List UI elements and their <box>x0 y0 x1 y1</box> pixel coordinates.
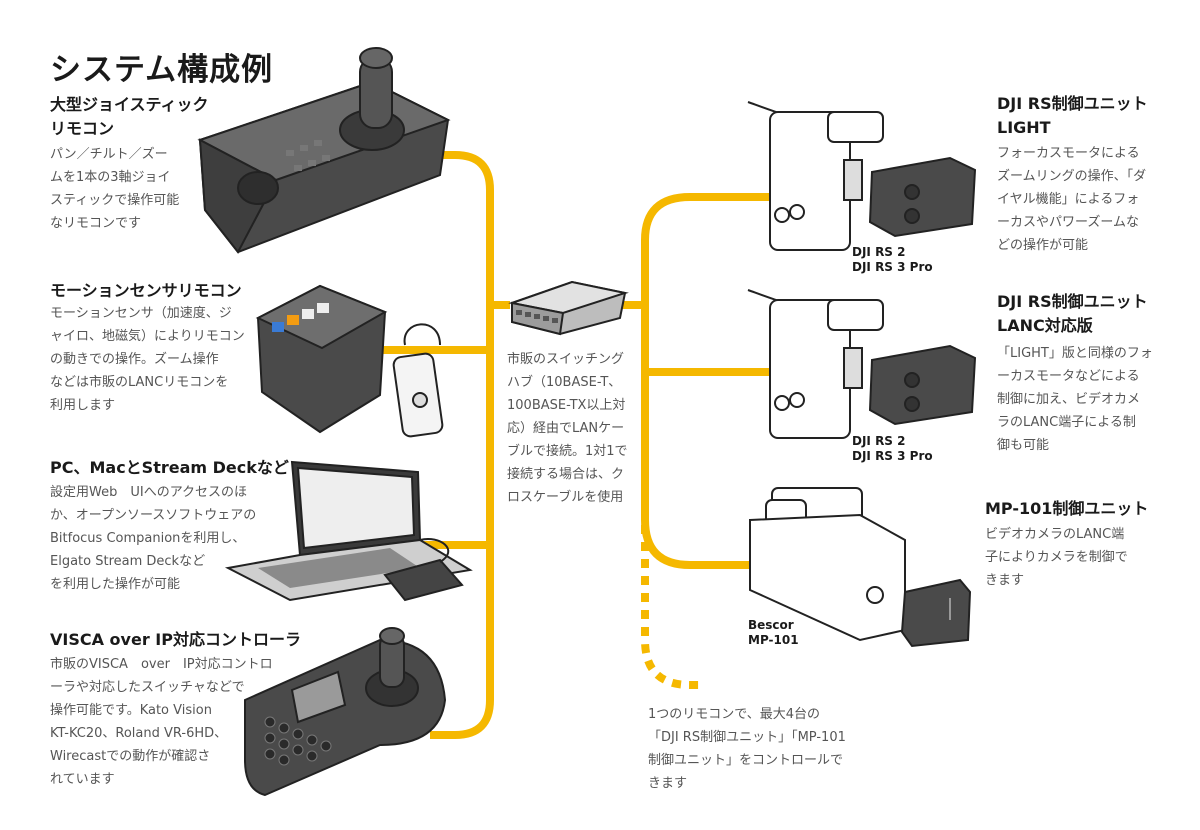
visca-description: 市販のVISCA over IP対応コントロ ーラや対応したスイッチャなどで 操… <box>50 657 273 787</box>
connection-lines <box>330 151 780 739</box>
left-bus-line <box>430 151 494 739</box>
right-bus-line <box>641 193 760 569</box>
dji-rs-gimbal-icon-1 <box>747 101 977 251</box>
motion-sensor-remote-icon <box>255 284 444 438</box>
dji-rs-gimbal-icon-2 <box>747 289 977 439</box>
large-joystick-controller-icon <box>197 47 451 254</box>
dji-lanc-description: 「LIGHT」版と同様のフォ ーカスモータなどによる 制御に加え、ビデオカメ ラ… <box>997 346 1153 453</box>
joystick-heading: 大型ジョイスティック リモコン <box>50 95 209 138</box>
joystick-description: パン／チルト／ズー ムを1本の3軸ジョイ スティックで操作可能 なリモコンです <box>50 147 180 231</box>
bescor-pan-head-icon <box>749 487 972 648</box>
switching-hub-icon <box>508 280 629 336</box>
dji-light-heading: DJI RS制御ユニット LIGHT <box>997 94 1148 137</box>
mp101-description: ビデオカメラのLANC端 子によりカメラを制御で きます <box>985 527 1128 588</box>
dji-device-label-2: DJI RS 2 DJI RS 3 Pro <box>852 434 933 463</box>
pc-description: 設定用Web UIへのアクセスのほ か、オープンソースソフトウェアの Bitfo… <box>50 485 257 592</box>
mp101-heading: MP-101制御ユニット <box>985 499 1149 518</box>
motion-sensor-heading: モーションセンサリモコン <box>50 281 242 300</box>
laptop-stream-deck-icon <box>224 460 473 602</box>
dji-light-description: フォーカスモータによる ズームリングの操作、「ダ イヤル機能」によるフォ ーカス… <box>997 146 1147 253</box>
max-units-note: 1つのリモコンで、最大4台の 「DJI RS制御ユニット」「MP-101 制御ユ… <box>648 707 846 791</box>
dji-lanc-heading: DJI RS制御ユニット LANC対応版 <box>997 292 1148 335</box>
motion-sensor-description: モーションセンサ（加速度、ジ ャイロ、地磁気）によりリモコン の動きでの操作。ズ… <box>50 306 245 413</box>
dji-device-label-1: DJI RS 2 DJI RS 3 Pro <box>852 245 933 274</box>
page-title: システム構成例 <box>50 52 274 88</box>
hub-description: 市販のスイッチング ハブ（10BASE-T、 100BASE-TX以上対 応）経… <box>507 352 628 505</box>
visca-heading: VISCA over IP対応コントローラ <box>50 630 301 649</box>
pc-heading: PC、MacとStream Deckなど <box>50 458 289 477</box>
visca-controller-icon <box>244 627 447 797</box>
bescor-device-label: Bescor MP-101 <box>748 618 799 647</box>
